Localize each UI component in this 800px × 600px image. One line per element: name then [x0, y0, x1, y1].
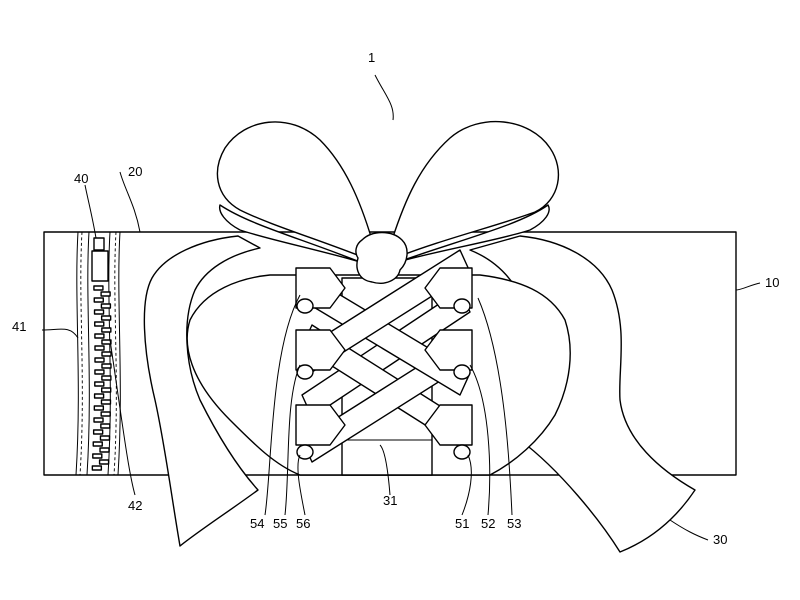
- zipper-tooth: [93, 405, 105, 411]
- bow-loop-left: [216, 121, 373, 259]
- label-54: 54: [250, 516, 264, 531]
- label-52: 52: [481, 516, 495, 531]
- zipper-tooth: [100, 291, 111, 297]
- zipper-tooth: [93, 309, 105, 315]
- zipper-tooth: [100, 315, 112, 321]
- label-20: 20: [128, 164, 142, 179]
- zipper-tooth: [94, 357, 105, 363]
- zipper-teeth: [91, 285, 112, 471]
- bow-loop-right-inner: [397, 204, 550, 263]
- zipper-tooth: [93, 285, 104, 291]
- label-51: 51: [455, 516, 469, 531]
- zipper-tooth: [94, 381, 105, 387]
- ribbon-tail-left: [143, 235, 261, 547]
- label-1: 1: [368, 50, 375, 65]
- bow-loop-left-inner: [218, 204, 361, 263]
- zipper-tooth: [99, 435, 111, 441]
- bow-loop-right: [391, 120, 560, 259]
- zipper-tooth: [94, 345, 105, 351]
- zipper-tooth: [94, 369, 105, 375]
- zipper-tooth: [100, 303, 112, 309]
- zipper-tooth: [98, 459, 110, 465]
- zipper-tooth: [100, 423, 111, 429]
- label-53: 53: [507, 516, 521, 531]
- zipper-tooth: [101, 363, 112, 369]
- zipper-tooth: [101, 339, 112, 345]
- zipper-tooth: [101, 387, 112, 393]
- label-30: 30: [713, 532, 727, 547]
- reference-labels: 1 40 20 10 41 42 31 54 55 56 51 52 53 30: [12, 50, 779, 547]
- label-40: 40: [74, 171, 88, 186]
- zipper-tooth: [100, 411, 111, 417]
- zipper-slider: [91, 250, 109, 282]
- label-55: 55: [273, 516, 287, 531]
- label-10: 10: [765, 275, 779, 290]
- zipper-tooth: [101, 375, 112, 381]
- zipper-tooth: [94, 333, 105, 339]
- bow-knot: [355, 231, 408, 284]
- zipper-tooth: [92, 441, 103, 447]
- zipper-tooth: [93, 417, 104, 423]
- zipper-tooth: [94, 321, 105, 327]
- zipper-tooth: [101, 327, 112, 333]
- zipper: [75, 231, 121, 476]
- zipper-tooth: [92, 453, 103, 459]
- zipper-tooth: [99, 447, 110, 453]
- zipper-tooth: [101, 351, 112, 357]
- label-56: 56: [296, 516, 310, 531]
- eyelets-left: [295, 267, 346, 460]
- zipper-tooth: [93, 393, 105, 399]
- label-41: 41: [12, 319, 26, 334]
- zipper-tooth: [92, 429, 104, 435]
- label-42: 42: [128, 498, 142, 513]
- label-31: 31: [383, 493, 397, 508]
- eyelets-right: [424, 267, 473, 460]
- zipper-tooth: [91, 465, 103, 471]
- zipper-tooth: [93, 297, 104, 303]
- zipper-tooth: [100, 399, 112, 405]
- leader-lines: [41, 74, 761, 541]
